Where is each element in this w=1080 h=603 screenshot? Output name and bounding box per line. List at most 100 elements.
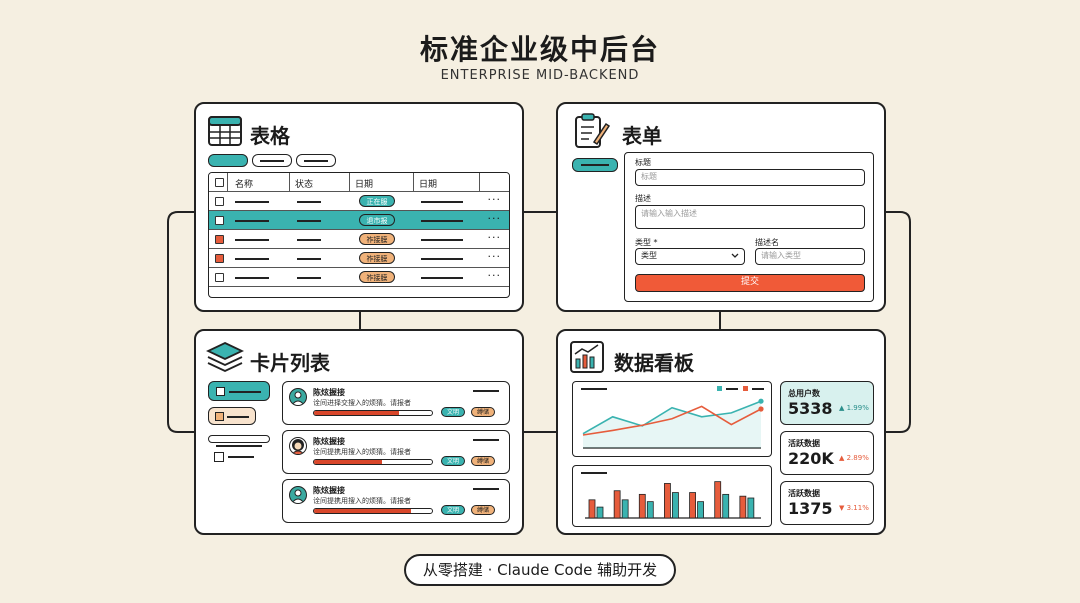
- progress-bar: [313, 508, 433, 514]
- layers-icon: [206, 342, 244, 372]
- cell-placeholder: [235, 201, 269, 203]
- status-badge: 祚接膜: [359, 252, 395, 264]
- cell-placeholder: [421, 220, 463, 222]
- bar: [739, 495, 747, 519]
- card-filter[interactable]: [208, 435, 270, 443]
- table-row[interactable]: 退市报 ···: [209, 211, 509, 230]
- name-label: 描述名: [755, 238, 779, 247]
- type-label: 类型 *: [635, 238, 658, 247]
- more-actions-button[interactable]: ···: [487, 193, 501, 206]
- bar: [646, 501, 654, 519]
- bar: [697, 501, 704, 519]
- card-description: 诠间提携用搜入的烦猜。请报者: [313, 497, 411, 505]
- list-item[interactable]: 陈炫握接 诠间进择交搜入的烦猜。请报者 文明 缚储: [282, 381, 510, 425]
- name-input[interactable]: 请输入类型: [755, 248, 865, 265]
- card-filter-active[interactable]: [208, 381, 270, 401]
- stat-trend: ▲ 1.99%: [839, 404, 869, 412]
- chevron-down-icon: [731, 253, 739, 258]
- status-badge: 退市报: [359, 214, 395, 226]
- form-nav-button[interactable]: [572, 158, 618, 172]
- table-row[interactable]: 祚接膜 ···: [209, 268, 509, 287]
- filter-button[interactable]: [252, 154, 292, 167]
- avatar-teal: [289, 486, 307, 504]
- tag-button[interactable]: 文明: [441, 407, 465, 417]
- card-checkbox[interactable]: [214, 452, 224, 462]
- bar: [747, 497, 755, 519]
- tag-button[interactable]: 文明: [441, 505, 465, 515]
- bar: [664, 483, 671, 519]
- card-name: 陈炫握接: [313, 437, 345, 446]
- row-checkbox[interactable]: [215, 235, 224, 244]
- more-actions-button[interactable]: ···: [487, 269, 501, 282]
- description-input[interactable]: 请输入输入描述: [635, 205, 865, 229]
- table-header-row: 名称 状态 日期 日期: [209, 173, 509, 192]
- form-panel-title: 表单: [622, 124, 662, 148]
- stat-card[interactable]: 活跃数据 1375 ▼ 3.11%: [780, 481, 874, 525]
- status-badge: 正在服: [359, 195, 395, 207]
- card-filter[interactable]: [208, 407, 256, 425]
- stat-card[interactable]: 活跃数据 220K ▲ 2.89%: [780, 431, 874, 475]
- filter-button-active[interactable]: [208, 154, 248, 167]
- footer-badge: 从零搭建 · Claude Code 辅助开发: [404, 554, 676, 586]
- tag-button[interactable]: 缚储: [471, 456, 495, 466]
- table-panel-title: 表格: [250, 124, 290, 148]
- column-header: 状态: [295, 180, 314, 190]
- card-description: 诠间进择交搜入的烦猜。请报者: [313, 399, 411, 407]
- row-checkbox[interactable]: [215, 254, 224, 263]
- dashboard-panel: 数据看板 总用户数 5338 ▲ 1.99% 活跃数据 220K ▲ 2.89%…: [556, 329, 886, 535]
- bar: [672, 492, 679, 519]
- cell-placeholder: [297, 277, 321, 279]
- title-input[interactable]: 标题: [635, 169, 865, 186]
- row-checkbox[interactable]: [215, 197, 224, 206]
- title-label: 标题: [635, 158, 651, 167]
- status-badge: 祚接膜: [359, 271, 395, 283]
- avatar-teal: [289, 388, 307, 406]
- table-icon: [208, 116, 242, 146]
- cell-placeholder: [235, 239, 269, 241]
- bar: [588, 499, 596, 519]
- stat-trend: ▲ 2.89%: [839, 454, 869, 462]
- stat-trend: ▼ 3.11%: [839, 504, 869, 512]
- type-select[interactable]: 类型: [635, 248, 745, 265]
- bar: [714, 481, 722, 519]
- table-row[interactable]: 正在服 ···: [209, 192, 509, 211]
- clipboard-icon: [575, 113, 610, 148]
- stat-value: 220K: [788, 449, 834, 468]
- submit-button[interactable]: 提交: [635, 274, 865, 292]
- tag-button[interactable]: 文明: [441, 456, 465, 466]
- card-description: 诠间提携用搜入的烦猜。请报者: [313, 448, 411, 456]
- page-title: 标准企业级中后台: [419, 33, 660, 66]
- row-checkbox[interactable]: [215, 216, 224, 225]
- description-label: 描述: [635, 194, 651, 203]
- card-panel-title: 卡片列表: [250, 351, 330, 375]
- select-all-checkbox[interactable]: [215, 178, 224, 187]
- more-actions-button[interactable]: ···: [487, 250, 501, 263]
- cell-placeholder: [421, 239, 463, 241]
- stat-label: 活跃数据: [788, 439, 820, 448]
- table-row[interactable]: 祚接膜 ···: [209, 230, 509, 249]
- bar: [689, 492, 696, 519]
- card-name: 陈炫握接: [313, 388, 345, 397]
- filter-button[interactable]: [296, 154, 336, 167]
- list-item[interactable]: 陈炫握接 诠间提携用搜入的烦猜。请报者 文明 缚储: [282, 479, 510, 523]
- more-actions-button[interactable]: ···: [487, 231, 501, 244]
- progress-bar: [313, 459, 433, 465]
- column-header: 日期: [419, 180, 438, 190]
- list-item[interactable]: 陈炫握接 诠间提携用搜入的烦猜。请报者 文明 缚储: [282, 430, 510, 474]
- more-actions-button[interactable]: ···: [487, 212, 501, 225]
- tag-button[interactable]: 缚储: [471, 505, 495, 515]
- column-header: 名称: [235, 180, 254, 190]
- stat-card[interactable]: 总用户数 5338 ▲ 1.99%: [780, 381, 874, 425]
- series-line: [582, 400, 762, 435]
- cell-placeholder: [421, 277, 463, 279]
- series-line: [582, 405, 762, 436]
- cell-placeholder: [297, 220, 321, 222]
- cell-placeholder: [297, 201, 321, 203]
- table-row[interactable]: 祚接膜 ···: [209, 249, 509, 268]
- bar: [613, 490, 621, 519]
- bar: [638, 493, 646, 519]
- row-checkbox[interactable]: [215, 273, 224, 282]
- tag-button[interactable]: 缚储: [471, 407, 495, 417]
- line-chart-box: [572, 381, 772, 457]
